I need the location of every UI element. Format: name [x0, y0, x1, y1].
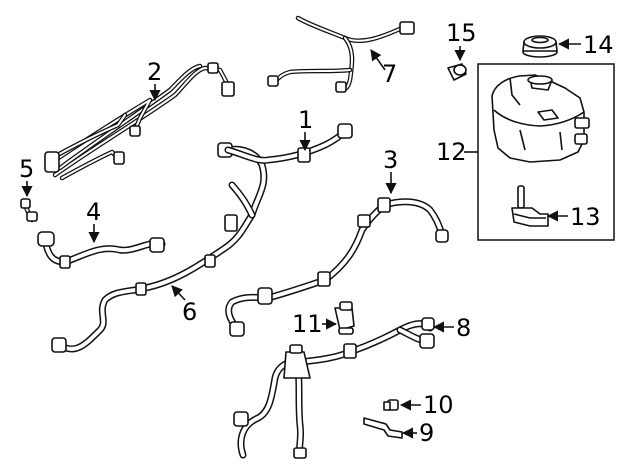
callout-3: 3: [383, 146, 398, 174]
callout-6: 6: [182, 298, 197, 326]
callout-11: 11: [292, 310, 323, 338]
part-11-valve: [334, 301, 355, 335]
part-3-hose: [225, 197, 449, 337]
callout-1: 1: [298, 106, 313, 134]
part-9-bracket: [363, 417, 403, 439]
part-14-cap: [522, 35, 558, 58]
part-10-clip: [383, 399, 399, 411]
callout-5: 5: [19, 155, 34, 183]
callout-15: 15: [446, 19, 477, 47]
callout-4: 4: [86, 198, 101, 226]
part-2-tube-bundle: [44, 62, 235, 181]
part-6-hose: [51, 142, 268, 353]
callout-8: 8: [456, 314, 471, 342]
part-13-level-sensor: [511, 185, 549, 227]
callout-7: 7: [382, 60, 397, 88]
part-12-reservoir: [491, 74, 590, 163]
callout-7-arrow: [370, 49, 386, 71]
callout-2: 2: [147, 58, 162, 86]
part-7-tube: [267, 15, 415, 93]
part-1-hose: [224, 123, 353, 164]
part-4-hose: [37, 231, 166, 269]
part-5-connector: [20, 198, 38, 223]
part-8-hose: [233, 317, 435, 459]
callout-6-arrow: [171, 285, 186, 301]
part-15-sensor: [447, 63, 467, 81]
callout-10: 10: [423, 391, 454, 419]
callout-9: 9: [419, 419, 434, 447]
callout-13: 13: [570, 203, 601, 231]
callout-14: 14: [583, 31, 614, 59]
callout-12: 12: [436, 138, 467, 166]
